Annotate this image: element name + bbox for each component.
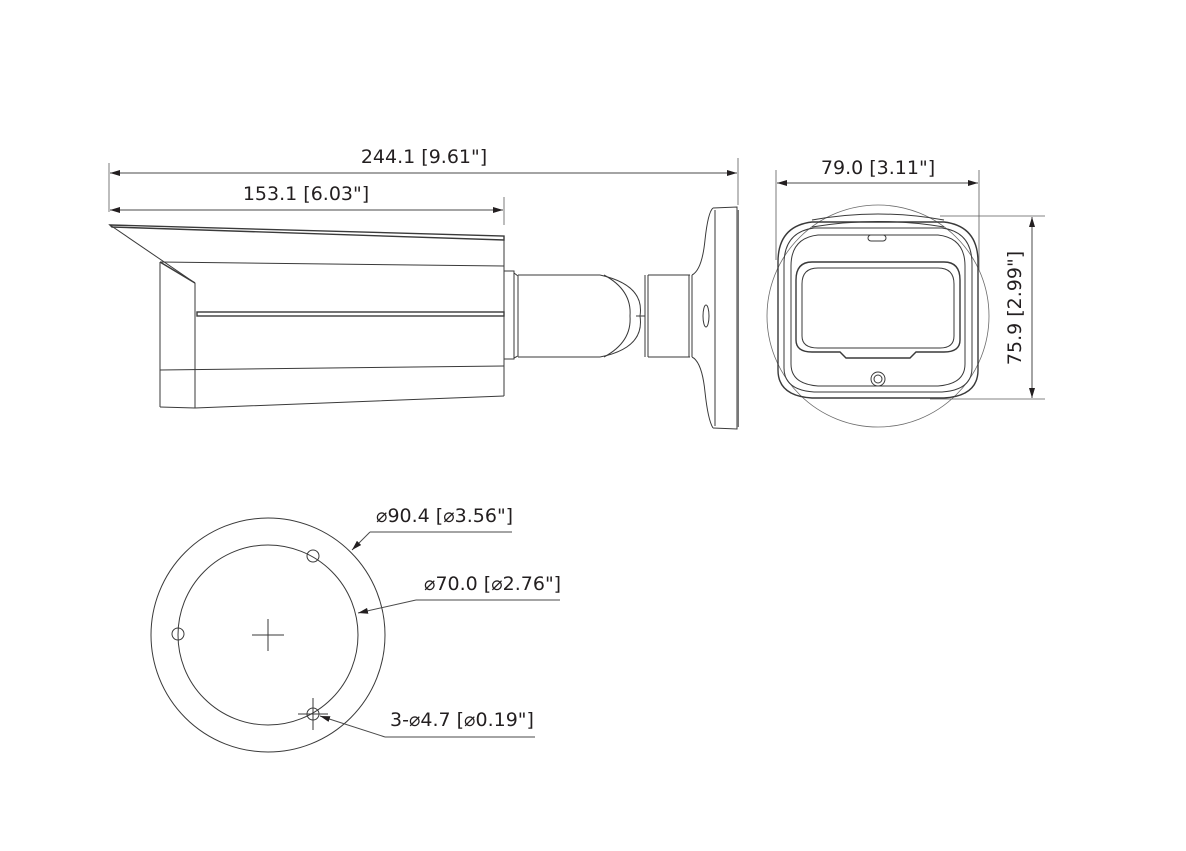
housing-length-dimension: 153.1 [6.03"] [110,183,503,213]
front-width-label: 79.0 [3.11"] [821,157,935,179]
rear-cap [504,270,519,360]
base-bolt-circle [177,544,359,726]
status-indicator [867,234,887,242]
lens-window [795,261,961,359]
bolt-circle-callout: ⌀70.0 [⌀2.76"] [357,573,561,614]
outer-diameter-label: ⌀90.4 [⌀3.56"] [376,505,513,527]
sun-shield [108,224,505,284]
housing-length-label: 153.1 [6.03"] [243,183,369,205]
front-view: 79.0 [3.11"] 75.9 [2.99"] [766,157,1045,428]
wall-base-plate [702,206,739,430]
base-outer-circle [150,517,386,753]
base-view: ⌀90.4 [⌀3.56"] ⌀70.0 [⌀2.76"] 3-⌀4.7 [⌀0… [150,505,561,753]
front-height-label: 75.9 [2.99"] [1004,251,1026,365]
mount-bracket [518,207,714,429]
overall-length-label: 244.1 [9.61"] [361,146,487,168]
overall-length-dimension: 244.1 [9.61"] [110,146,737,176]
front-housing-outline [777,221,979,399]
camera-housing [159,236,505,409]
front-height-dimension: 75.9 [2.99"] [1004,217,1035,398]
front-width-dimension: 79.0 [3.11"] [777,157,978,186]
bolt-circle-label: ⌀70.0 [⌀2.76"] [424,573,561,595]
mounting-holes-callout: 3-⌀4.7 [⌀0.19"] [319,709,535,738]
front-base-plate-outline [766,204,990,428]
outer-diameter-callout: ⌀90.4 [⌀3.56"] [351,505,513,551]
mounting-hole [306,549,320,563]
front-screw-icon [870,371,886,387]
mounting-hole [171,627,185,641]
side-view: 244.1 [9.61"] 153.1 [6.03"] [108,146,739,430]
mounting-holes-label: 3-⌀4.7 [⌀0.19"] [390,709,534,731]
housing-groove [196,311,505,317]
